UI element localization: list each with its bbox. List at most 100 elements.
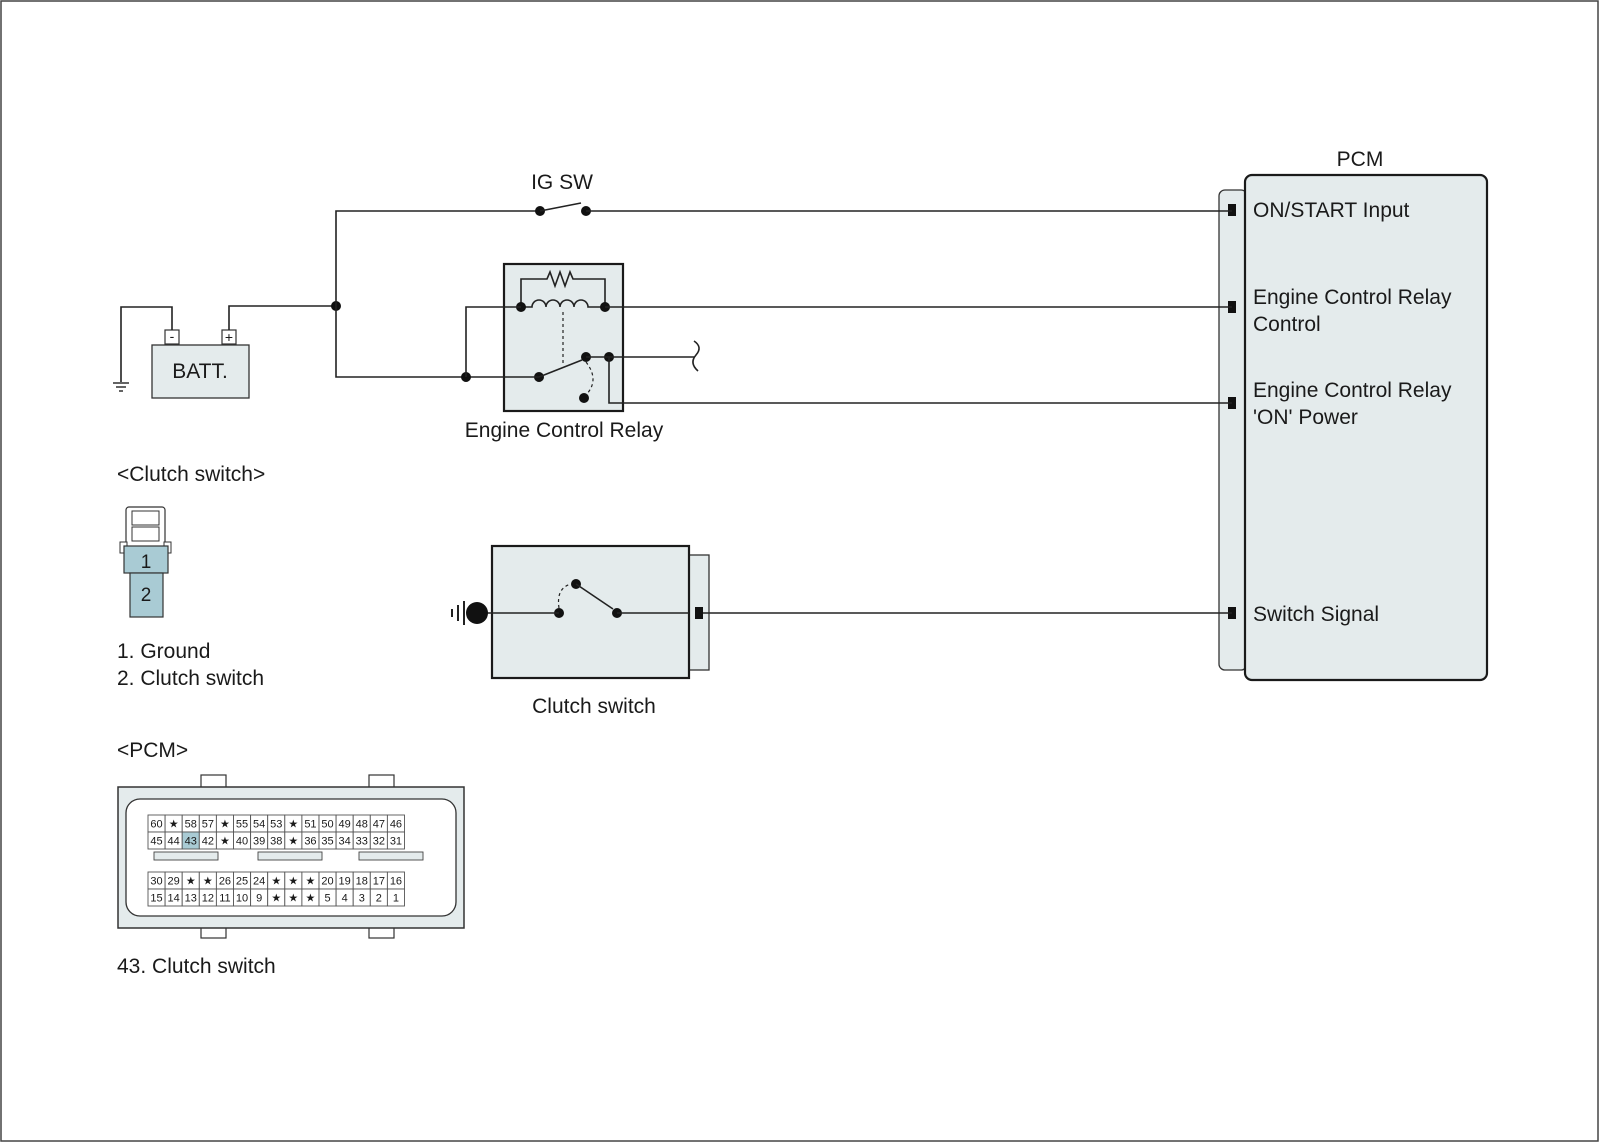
clutch-legend-1: 1. Ground (117, 640, 210, 663)
pcm-pin-number: 60 (150, 819, 162, 831)
pcm-pin-number: 29 (168, 876, 180, 888)
relay-on-power-wire (608, 357, 1232, 404)
engine-control-relay (502, 262, 625, 413)
pcm-pin-number: ★ (271, 876, 281, 888)
pcm-pin-number: 43 (185, 836, 197, 848)
pcm-pin-number: 18 (356, 876, 368, 888)
ground-icon (113, 382, 129, 392)
clutch-connector-view: 1 2 (119, 506, 172, 618)
pcm-pin-relay-on-power-label: Engine Control Relay (1253, 379, 1452, 402)
pcm-pin-number: 12 (202, 893, 214, 905)
pcm-pin-number: 33 (356, 836, 368, 848)
pcm-pin-number: 4 (342, 893, 348, 905)
pcm-pin-number: 58 (185, 819, 197, 831)
pcm-pin-number: 3 (359, 893, 365, 905)
pcm-pin-number: 31 (390, 836, 402, 848)
battery-ground-wire (120, 306, 173, 382)
pcm-pin-number: ★ (306, 893, 316, 905)
clutch-switch-label: Clutch switch (532, 695, 656, 718)
pcm-pin-cell (386, 831, 405, 850)
pcm-pin-number: 48 (356, 819, 368, 831)
pcm-pin-number: 55 (236, 819, 248, 831)
pcm-pin-number: 57 (202, 819, 214, 831)
pcm-pin-number: 1 (393, 893, 399, 905)
pcm-pin-number: 2 (376, 893, 382, 905)
pcm-pin-number: 25 (236, 876, 248, 888)
battery: BATT. - + (151, 328, 250, 399)
battery-negative-sign: - (170, 328, 175, 344)
pcm-pin-number: ★ (220, 836, 230, 848)
relay-switch-travel (585, 361, 594, 396)
pcm-pin-number: 44 (168, 836, 180, 848)
relay-coil-feed-wire (465, 306, 521, 377)
pcm-pin-number: 14 (168, 893, 180, 905)
pcm-pin-relay-control-label: Engine Control Relay (1253, 286, 1452, 309)
pcm-pin-relay-on-power-label-2: 'ON' Power (1253, 406, 1358, 429)
pcm-pin-number: ★ (271, 893, 281, 905)
pcm-pin-number: 19 (339, 876, 351, 888)
pcm-pin-number: ★ (186, 876, 196, 888)
relay-contact-feed-wire (335, 306, 539, 378)
pcm-pin-number: 49 (339, 819, 351, 831)
clutch-connector-pin-2 (129, 572, 164, 618)
pcm-pin-number: ★ (288, 893, 298, 905)
pcm-pin-number: ★ (220, 819, 230, 831)
pcm-pin-number: 40 (236, 836, 248, 848)
pcm-pin-number: 11 (219, 893, 230, 905)
pcm-pin-number: 26 (219, 876, 231, 888)
pcm-pin-number: 20 (321, 876, 333, 888)
pcm-pin-number: 16 (390, 876, 402, 888)
pcm-pin-on-start-label: ON/START Input (1253, 199, 1410, 222)
pcm-body (1243, 173, 1489, 682)
pcm-pin-number: ★ (306, 876, 316, 888)
wire-break-icon (692, 340, 700, 372)
clutch-switch (477, 544, 710, 680)
pcm-pin-number: 54 (253, 819, 265, 831)
pcm-pin-number: 42 (202, 836, 214, 848)
battery-positive-sign: + (225, 329, 233, 345)
pcm-title: PCM (1337, 148, 1384, 171)
clutch-connector-heading: <Clutch switch> (117, 463, 265, 486)
battery-label: BATT. (172, 360, 228, 383)
clutch-switch-arm (575, 583, 614, 610)
clutch-connector-pin-2-label: 2 (141, 585, 152, 606)
pcm-pin-switch-signal-label: Switch Signal (1253, 603, 1379, 626)
pcm-pin-number: 36 (304, 836, 316, 848)
relay-coil-icon (521, 299, 605, 308)
pcm-pin-number: 53 (270, 819, 282, 831)
pcm-pin-number: 46 (390, 819, 402, 831)
pcm-pin-number: ★ (288, 819, 298, 831)
ig-switch-icon (535, 202, 591, 216)
pcm-connector-legend: 43. Clutch switch (117, 955, 276, 978)
pcm-pin-number: 51 (304, 819, 316, 831)
pcm-pin-number: 15 (150, 893, 162, 905)
pcm-pin-number: ★ (169, 819, 179, 831)
clutch-connector-pin-1-label: 1 (141, 552, 152, 573)
pcm-pin-number: 24 (253, 876, 265, 888)
pcm-pin-number: ★ (203, 876, 213, 888)
pcm-module: PCM ON/START Input Engine Control Relay … (1218, 148, 1489, 682)
relay-label: Engine Control Relay (465, 419, 664, 442)
pcm-connector-strip (1218, 189, 1248, 671)
pcm-pin-number: 5 (324, 893, 330, 905)
pcm-connector-heading: <PCM> (117, 739, 188, 762)
pcm-pin-number: 35 (321, 836, 333, 848)
clutch-switch-body (490, 544, 691, 680)
pcm-pin-number: 38 (270, 836, 282, 848)
pcm-pin-number: 13 (185, 893, 197, 905)
ig-sw-label: IG SW (531, 171, 593, 194)
clutch-switch-terminal (695, 607, 703, 619)
battery-positive-wire (228, 305, 336, 330)
pcm-pin-relay-control-label-2: Control (1253, 313, 1321, 336)
pcm-pin-number: ★ (288, 836, 298, 848)
pcm-pin-number: 45 (150, 836, 162, 848)
pcm-pin-number: 32 (373, 836, 385, 848)
pcm-pin-number: 17 (373, 876, 385, 888)
relay-switch-arm (538, 359, 583, 378)
pcm-pin-number: 9 (256, 893, 262, 905)
clutch-legend-2: 2. Clutch switch (117, 667, 264, 690)
